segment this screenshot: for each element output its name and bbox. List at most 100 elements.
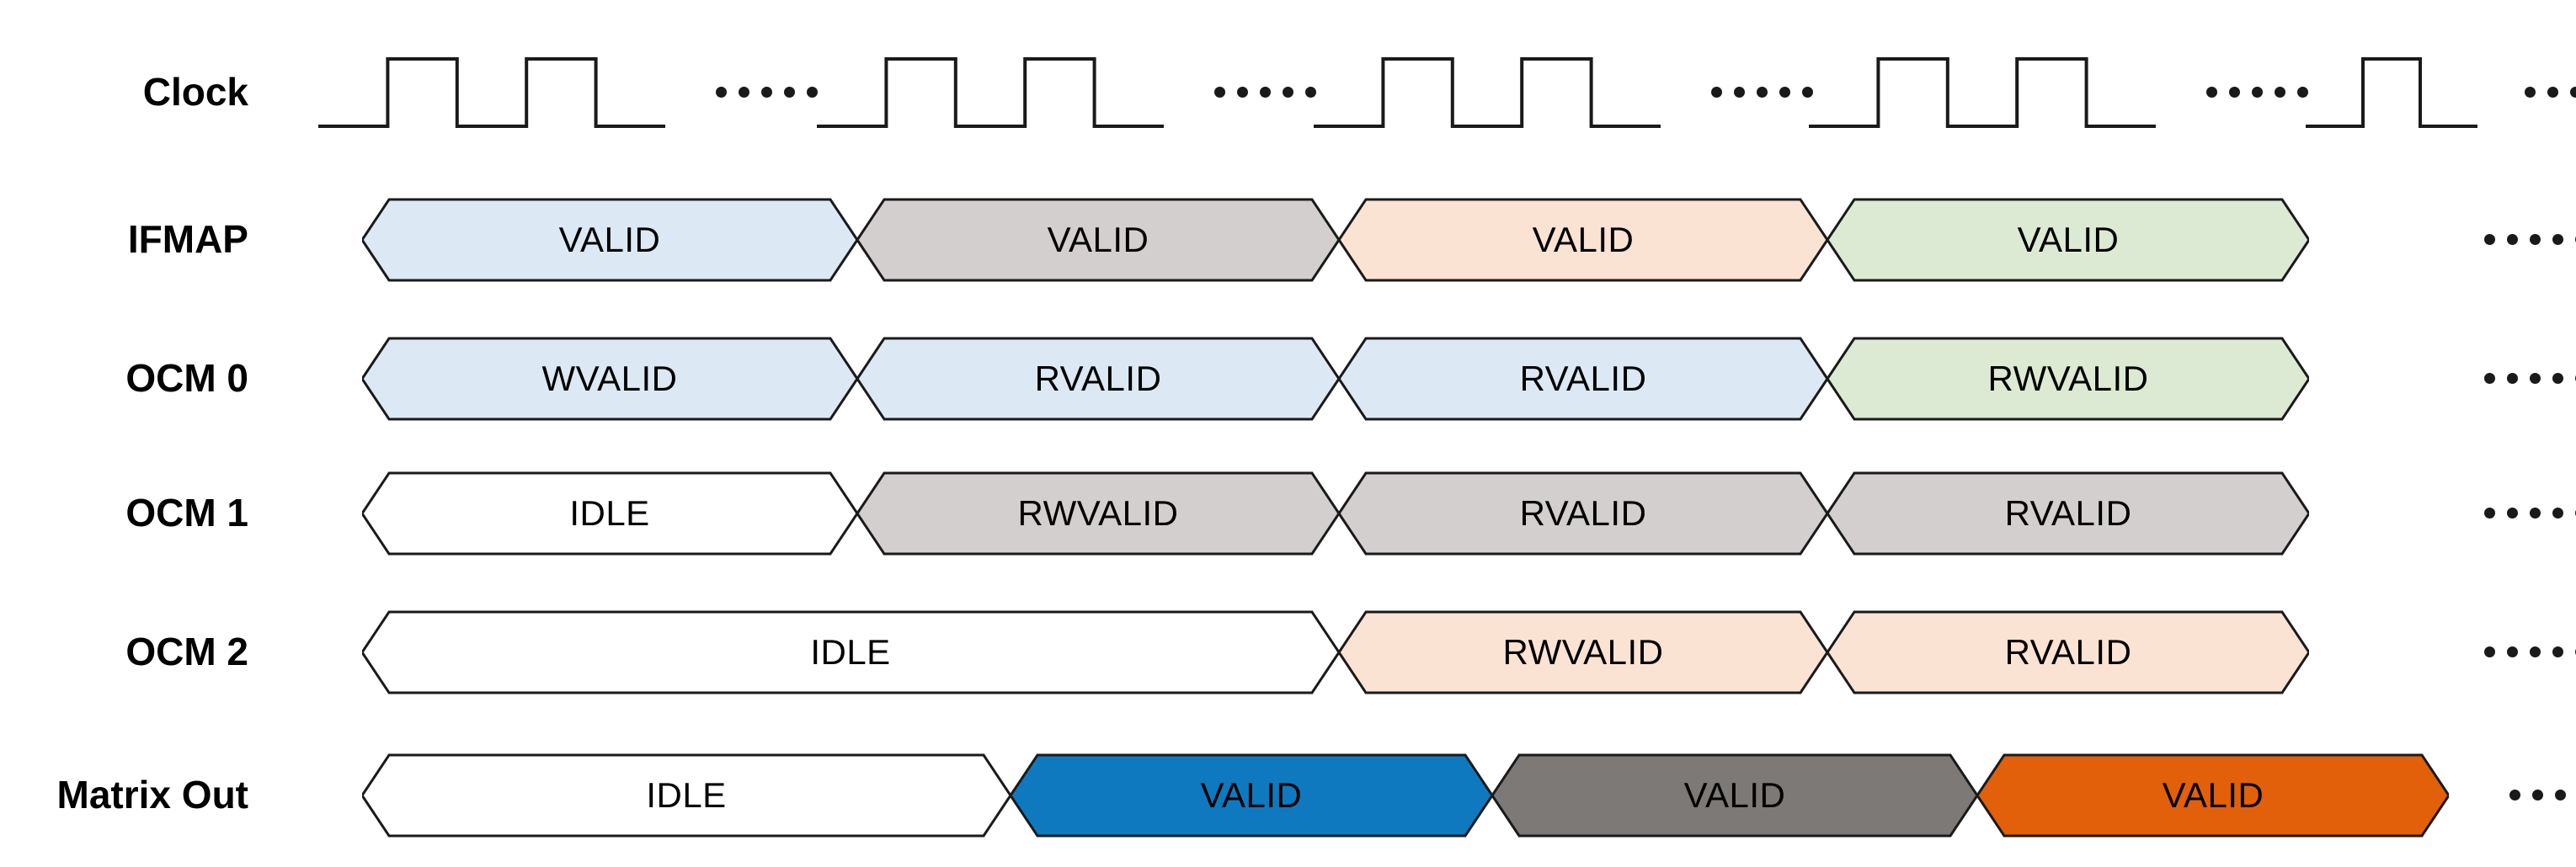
bus-segment-label: IDLE — [646, 775, 727, 815]
ellipsis-dot — [2530, 508, 2541, 519]
ellipsis-dot — [2530, 373, 2541, 384]
row-ellipsis-ocm1 — [2484, 508, 2576, 519]
bus-segment-shape — [1011, 753, 1492, 838]
ellipsis-dot — [784, 87, 795, 98]
ellipsis-dot — [2552, 373, 2563, 384]
ellipsis-dot — [2507, 234, 2518, 245]
bus-segment-ocm2-2[interactable]: RVALID — [1827, 610, 2309, 694]
ellipsis-dot — [2297, 87, 2308, 98]
bus-segment-label: VALID — [2162, 775, 2264, 815]
bus-segment-ifmap-1[interactable]: VALID — [857, 198, 1339, 282]
bus-segment-ocm0-0[interactable]: WVALID — [362, 337, 857, 421]
bus-segment-shape — [362, 753, 1011, 838]
bus-segment-label: WVALID — [541, 359, 678, 398]
bus-segment-label: RWVALID — [1017, 493, 1179, 533]
ellipsis-dot — [2229, 87, 2240, 98]
ellipsis-dot — [2555, 790, 2566, 801]
bus-segment-label: RVALID — [1519, 493, 1647, 533]
bus-segment-label: VALID — [1200, 775, 1303, 815]
ellipsis-dot — [1283, 87, 1293, 98]
row-ellipsis-ocm0 — [2484, 373, 2576, 384]
bus-segment-shape — [1492, 753, 1977, 838]
bus-segment-label: RVALID — [1519, 359, 1647, 398]
bus-segment-shape — [1827, 610, 2309, 694]
bus-segment-label: RVALID — [2004, 493, 2132, 533]
bus-segment-shape — [362, 610, 1339, 694]
bus-segment-matrix_out-2[interactable]: VALID — [1492, 753, 1977, 838]
ellipsis-dot — [1260, 87, 1271, 98]
bus-segment-ifmap-0[interactable]: VALID — [362, 198, 857, 282]
clock-pulse-group — [318, 57, 665, 128]
bus-segment-label: RWVALID — [1987, 359, 2149, 398]
bus-segment-ocm0-3[interactable]: RWVALID — [1827, 337, 2309, 421]
ellipsis-dot — [1779, 87, 1790, 98]
bus-segment-shape — [857, 337, 1339, 421]
ellipsis-dot — [2507, 646, 2518, 657]
bus-segment-matrix_out-1[interactable]: VALID — [1011, 753, 1492, 838]
bus-segment-shape — [1339, 337, 1827, 421]
row-label-matrix_out: Matrix Out — [56, 773, 248, 816]
bus-segment-label: VALID — [1532, 220, 1635, 259]
bus-segment-ifmap-2[interactable]: VALID — [1339, 198, 1827, 282]
clock-pulse-group — [2306, 57, 2477, 128]
bus-segment-ocm1-3[interactable]: RVALID — [1827, 471, 2309, 556]
bus-segment-shape — [1827, 198, 2309, 282]
row-label-ifmap: IFMAP — [127, 217, 248, 261]
ellipsis-dot — [1711, 87, 1722, 98]
bus-segment-ocm1-2[interactable]: RVALID — [1339, 471, 1827, 556]
bus-segment-label: IDLE — [569, 493, 650, 533]
ellipsis-dot — [2530, 234, 2541, 245]
ellipsis-dot — [2552, 508, 2563, 519]
bus-segment-label: VALID — [558, 220, 661, 259]
bus-segment-ocm2-1[interactable]: RWVALID — [1339, 610, 1827, 694]
ellipsis-dot — [2275, 87, 2285, 98]
clock-pulse-group — [1809, 57, 2156, 128]
ellipsis-dot — [2532, 790, 2543, 801]
ellipsis-dot — [2525, 87, 2536, 98]
bus-segment-shape — [857, 471, 1339, 556]
bus-segment-ocm1-1[interactable]: RWVALID — [857, 471, 1339, 556]
bus-segment-ocm0-1[interactable]: RVALID — [857, 337, 1339, 421]
ellipsis-dot — [2547, 87, 2558, 98]
bus-segment-label: IDLE — [810, 632, 891, 672]
bus-segment-matrix_out-0[interactable]: IDLE — [362, 753, 1011, 838]
bus-segment-shape — [1339, 471, 1827, 556]
bus-segment-shape — [857, 198, 1339, 282]
ellipsis-dot — [761, 87, 772, 98]
bus-segment-label: RVALID — [1034, 359, 1162, 398]
ellipsis-dot — [2507, 373, 2518, 384]
bus-segment-ocm1-0[interactable]: IDLE — [362, 471, 857, 556]
clock-ellipsis — [716, 87, 818, 98]
ellipsis-dot — [2552, 646, 2563, 657]
bus-segment-shape — [362, 337, 857, 421]
bus-segment-shape — [1827, 337, 2309, 421]
bus-segment-label: RWVALID — [1502, 632, 1664, 672]
row-label-ocm0: OCM 0 — [125, 356, 248, 400]
ellipsis-dot — [2206, 87, 2217, 98]
row-ellipsis-ocm2 — [2484, 646, 2576, 657]
ellipsis-dot — [1734, 87, 1745, 98]
bus-segment-matrix_out-3[interactable]: VALID — [1977, 753, 2449, 838]
bus-segment-shape — [1339, 198, 1827, 282]
ellipsis-dot — [2570, 87, 2576, 98]
ellipsis-dot — [1757, 87, 1768, 98]
clock-ellipsis — [1711, 87, 1813, 98]
bus-segment-ifmap-3[interactable]: VALID — [1827, 198, 2309, 282]
ellipsis-dot — [2252, 87, 2263, 98]
bus-segment-label: VALID — [1683, 775, 1786, 815]
row-ellipsis-matrix_out — [2509, 790, 2576, 801]
bus-segment-ocm0-2[interactable]: RVALID — [1339, 337, 1827, 421]
bus-segment-ocm2-0[interactable]: IDLE — [362, 610, 1339, 694]
ellipsis-dot — [2507, 508, 2518, 519]
clock-pulse-group — [1314, 57, 1661, 128]
ellipsis-dot — [1305, 87, 1316, 98]
bus-segment-label: RVALID — [2004, 632, 2132, 672]
row-label-ocm2: OCM 2 — [125, 630, 248, 673]
row-label-ocm1: OCM 1 — [125, 491, 248, 535]
ellipsis-dot — [2509, 790, 2520, 801]
ellipsis-dot — [2484, 234, 2495, 245]
ellipsis-dot — [2484, 646, 2495, 657]
bus-segment-shape — [1339, 610, 1827, 694]
